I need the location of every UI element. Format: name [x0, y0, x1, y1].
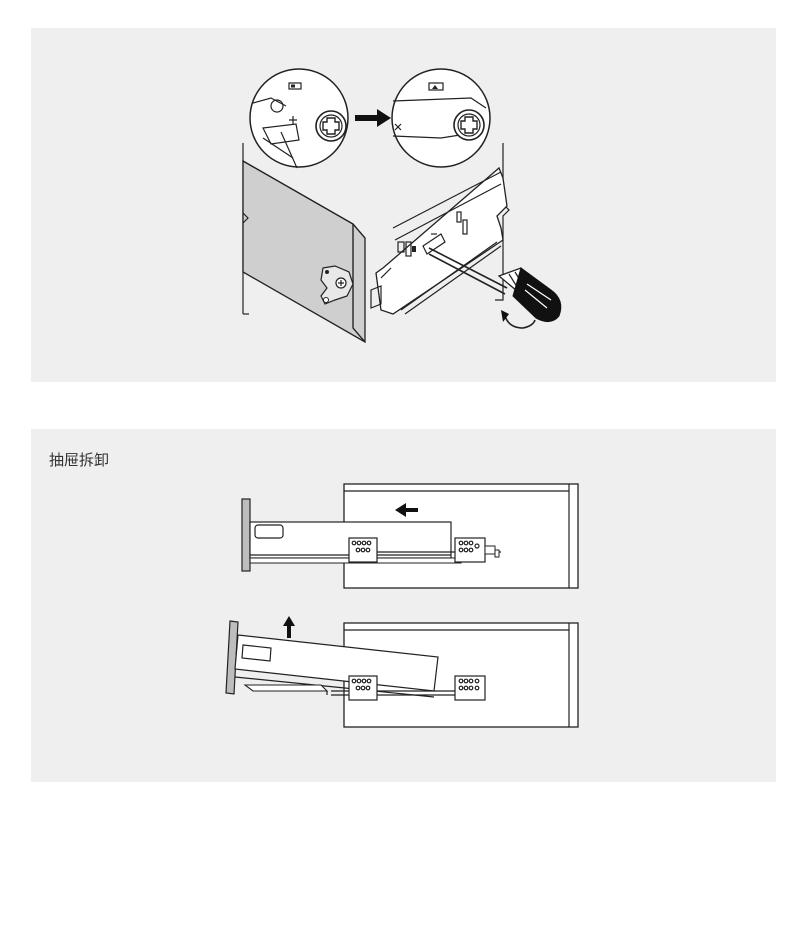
panel-title: 抽屉拆卸 — [49, 451, 110, 469]
installation-illustration-panel — [31, 28, 776, 382]
zoom-detail-before — [249, 68, 349, 169]
drawer-front-adjustment-diagram — [242, 68, 562, 344]
drawer-front-board — [242, 159, 366, 344]
rotate-arrow-icon — [504, 315, 536, 329]
lift-up-arrow-icon — [283, 616, 295, 638]
drawer-removal-diagram — [225, 483, 579, 728]
zoom-detail-after — [391, 68, 491, 168]
removal-step-lift-off — [225, 616, 579, 728]
drawer-side-rail — [370, 166, 508, 315]
screwdriver-icon — [428, 247, 562, 322]
removal-step-pull-out — [241, 483, 579, 589]
drawer-removal-panel: 抽屉拆卸 — [31, 429, 776, 782]
step-arrow-icon — [355, 109, 391, 127]
pull-out-arrow-icon — [395, 503, 418, 517]
